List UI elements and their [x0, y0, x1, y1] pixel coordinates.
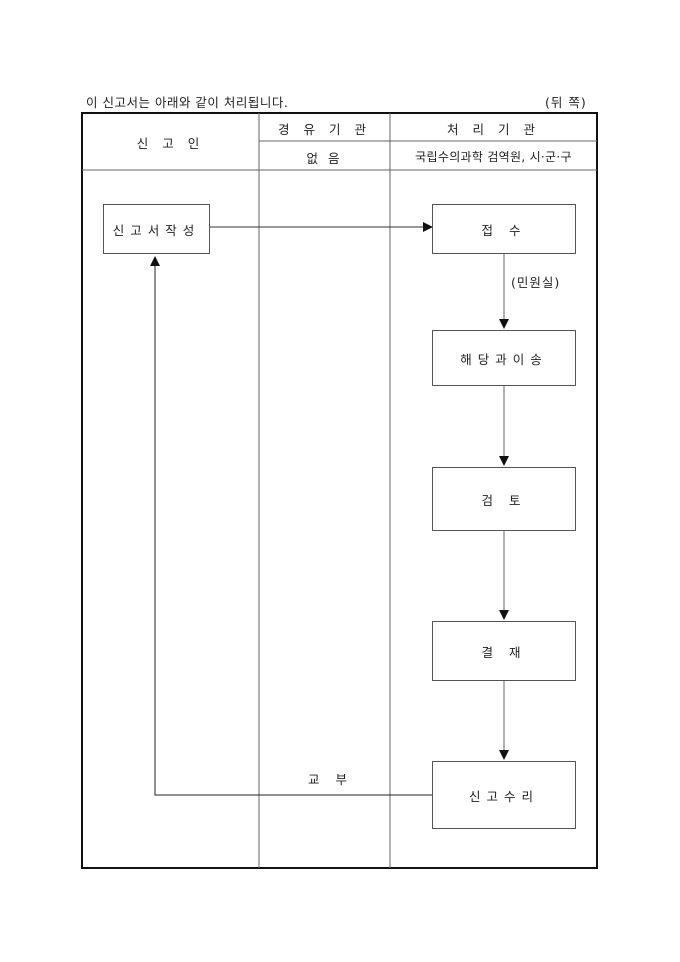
step-transfer-label: 해당과이송	[460, 351, 548, 367]
step-approval-label: 결 재	[481, 644, 527, 660]
page-side-label: (뒤 쪽)	[545, 95, 587, 110]
processor-value: 국립수의과학 검역원, 시·군·구	[415, 150, 572, 164]
receipt-office-note: (민원실)	[511, 275, 561, 290]
column-header-processor: 처 리 기 관	[447, 122, 540, 137]
table-border	[81, 112, 598, 869]
column-header-applicant: 신 고 인	[136, 136, 205, 151]
step-review: 검 토	[432, 467, 576, 531]
intermediary-value: 없 음	[306, 151, 343, 166]
step-receipt: 접 수	[432, 204, 576, 254]
step-write-report-label: 신고서작성	[112, 222, 201, 238]
step-receipt-label: 접 수	[481, 222, 527, 238]
step-write-report: 신고서작성	[103, 204, 210, 254]
delivery-label: 교 부	[308, 772, 353, 787]
column-header-intermediary: 경 유 기 관	[278, 122, 371, 137]
step-acceptance-label: 신고수리	[468, 788, 539, 804]
step-review-label: 검 토	[481, 492, 527, 508]
step-acceptance: 신고수리	[432, 761, 576, 829]
flow-arrow-return	[150, 256, 432, 796]
step-transfer: 해당과이송	[432, 330, 576, 386]
form-caption: 이 신고서는 아래와 같이 처리됩니다.	[86, 95, 289, 110]
step-approval: 결 재	[432, 621, 576, 681]
